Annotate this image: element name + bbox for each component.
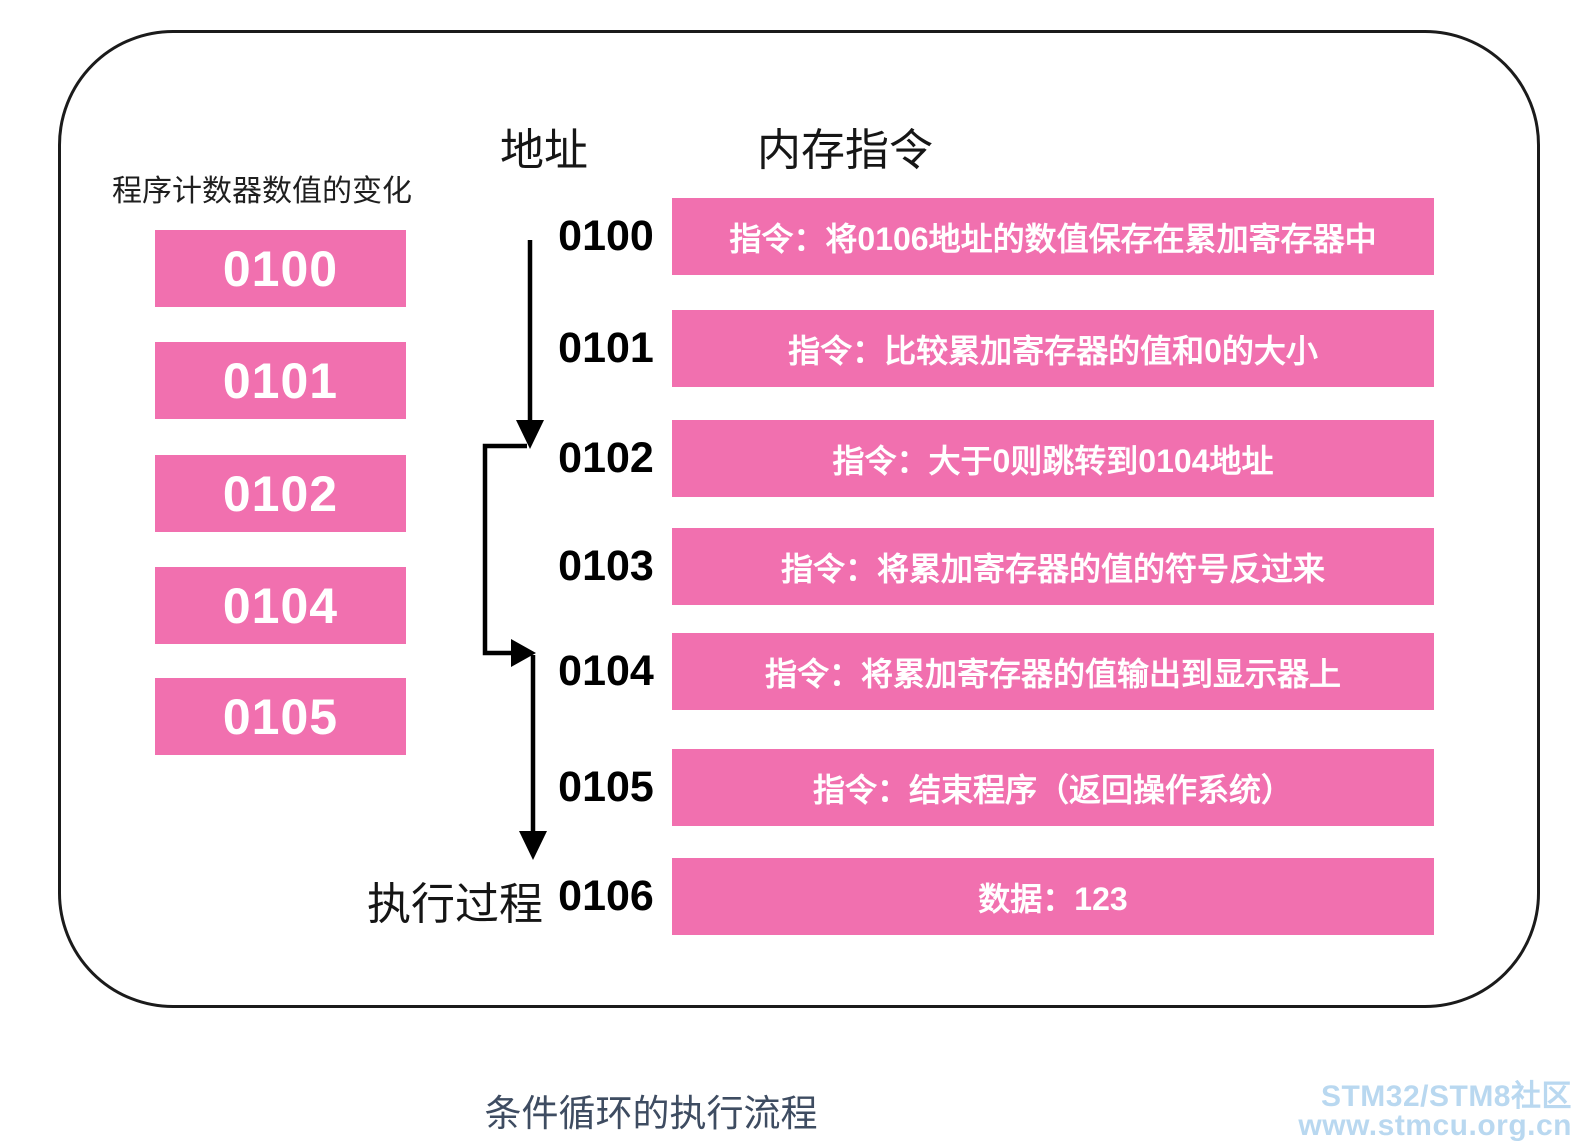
pc-value-box: 0102 bbox=[155, 455, 406, 532]
instruction-bar: 指令：结束程序（返回操作系统） bbox=[672, 749, 1434, 826]
address-label: 0100 bbox=[558, 212, 654, 260]
pc-value-box: 0105 bbox=[155, 678, 406, 755]
address-label: 0103 bbox=[558, 542, 654, 590]
pc-value-box: 0104 bbox=[155, 567, 406, 644]
instruction-bar: 指令：将0106地址的数值保存在累加寄存器中 bbox=[672, 198, 1434, 275]
watermark-line2: www.stmcu.org.cn bbox=[1298, 1109, 1572, 1142]
watermark-line1: STM32/STM8社区 bbox=[1320, 1080, 1572, 1113]
figure-caption: 条件循环的执行流程 bbox=[484, 1093, 818, 1134]
address-label: 0106 bbox=[558, 872, 654, 920]
address-label: 0102 bbox=[558, 434, 654, 482]
instruction-bar: 指令：将累加寄存器的值输出到显示器上 bbox=[672, 633, 1434, 710]
instruction-bar: 指令：大于0则跳转到0104地址 bbox=[672, 420, 1434, 497]
execution-process-label: 执行过程 bbox=[367, 880, 543, 929]
pc-value-box: 0100 bbox=[155, 230, 406, 307]
instruction-bar: 指令：将累加寄存器的值的符号反过来 bbox=[672, 528, 1434, 605]
program-counter-title: 程序计数器数值的变化 bbox=[112, 175, 412, 208]
address-label: 0101 bbox=[558, 324, 654, 372]
instruction-bar: 指令：比较累加寄存器的值和0的大小 bbox=[672, 310, 1434, 387]
address-label: 0104 bbox=[558, 647, 654, 695]
address-label: 0105 bbox=[558, 763, 654, 811]
instruction-bar: 数据：123 bbox=[672, 858, 1434, 935]
site-watermark: STM32/STM8社区 www.stmcu.org.cn bbox=[1100, 1080, 1572, 1142]
memory-instruction-column-header: 内存指令 bbox=[757, 126, 933, 175]
address-column-header: 地址 bbox=[500, 126, 588, 175]
diagram-rounded-border bbox=[58, 30, 1540, 1008]
pc-value-box: 0101 bbox=[155, 342, 406, 419]
